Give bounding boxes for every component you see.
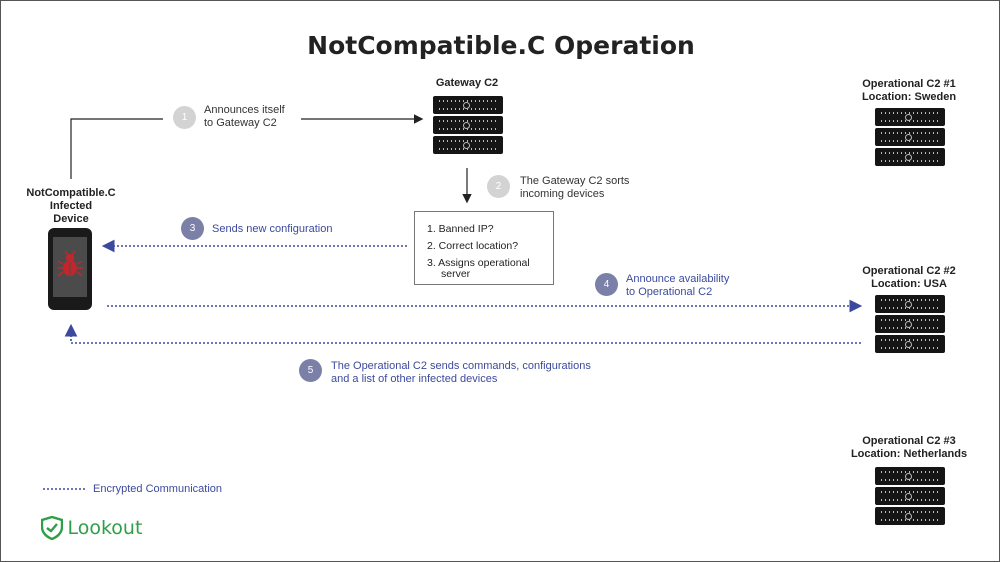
- operational-c2-1-label: Operational C2 #1 Location: Sweden: [849, 78, 969, 104]
- checklist-item: 1. Banned IP?: [427, 223, 494, 235]
- step-4-text: Announce availability to Operational C2: [626, 273, 729, 299]
- step-5-text: The Operational C2 sends commands, confi…: [331, 360, 591, 386]
- lookout-logo: Lookout: [40, 515, 143, 541]
- step-4-line: Announce availability: [626, 273, 730, 285]
- step-4-line: to Operational C2: [626, 286, 713, 298]
- checklist-item: server: [441, 268, 471, 280]
- step-3-text: Sends new configuration: [212, 223, 333, 235]
- device-label-line: NotCompatible.C: [26, 187, 116, 199]
- legend-label: Encrypted Communication: [93, 483, 223, 495]
- operational-c2-3-location: Location: Netherlands: [850, 448, 968, 460]
- phone-screen: [53, 237, 87, 297]
- step-1-line: Announces itself: [204, 104, 285, 116]
- gateway-server-icon: [433, 96, 503, 156]
- step-2-line: incoming devices: [520, 188, 605, 200]
- device-label-line: Infected: [49, 200, 93, 212]
- step-4-badge: 4: [595, 273, 618, 296]
- step-5-line: The Operational C2 sends commands, confi…: [331, 360, 591, 372]
- bug-icon: [57, 250, 83, 277]
- step-2-text: The Gateway C2 sorts incoming devices: [520, 175, 629, 201]
- operational-c2-2-name: Operational C2 #2: [862, 265, 956, 277]
- operational-c2-1-server-icon: [875, 108, 945, 168]
- step-5-badge: 5: [299, 359, 322, 382]
- operational-c2-2-server-icon: [875, 295, 945, 355]
- operational-c2-1-location: Location: Sweden: [861, 91, 957, 103]
- operational-c2-2-location: Location: USA: [871, 278, 947, 290]
- checklist-item: 3. Assigns operational: [427, 257, 530, 269]
- step-1-badge: 1: [173, 106, 196, 129]
- step-1-line: to Gateway C2: [204, 117, 277, 129]
- operational-c2-3-name: Operational C2 #3: [862, 435, 956, 447]
- step-1-text: Announces itself to Gateway C2: [204, 104, 285, 130]
- connector-device-to-gateway: [70, 118, 163, 179]
- step-2-badge: 2: [487, 175, 510, 198]
- device-label: NotCompatible.C Infected Device: [21, 187, 121, 226]
- checklist-item: 2. Correct location?: [427, 240, 519, 252]
- step-2-line: The Gateway C2 sorts: [520, 175, 630, 187]
- page-title: NotCompatible.C Operation: [307, 31, 695, 60]
- step-5-line: and a list of other infected devices: [331, 373, 498, 385]
- operational-c2-3-server-icon: [875, 467, 945, 527]
- gateway-label: Gateway C2: [435, 77, 499, 89]
- operational-c2-2-label: Operational C2 #2 Location: USA: [849, 265, 969, 291]
- device-label-line: Device: [53, 213, 89, 225]
- lookout-brand-name: Lookout: [67, 517, 143, 539]
- operational-c2-1-name: Operational C2 #1: [862, 78, 956, 90]
- step-3-badge: 3: [181, 217, 204, 240]
- sorting-checklist-box: 1. Banned IP? 2. Correct location? 3. As…: [414, 211, 554, 285]
- arrow-operational-commands: [64, 323, 861, 344]
- infected-phone: [48, 228, 92, 310]
- shield-icon: [40, 515, 64, 541]
- operational-c2-3-label: Operational C2 #3 Location: Netherlands: [839, 435, 979, 461]
